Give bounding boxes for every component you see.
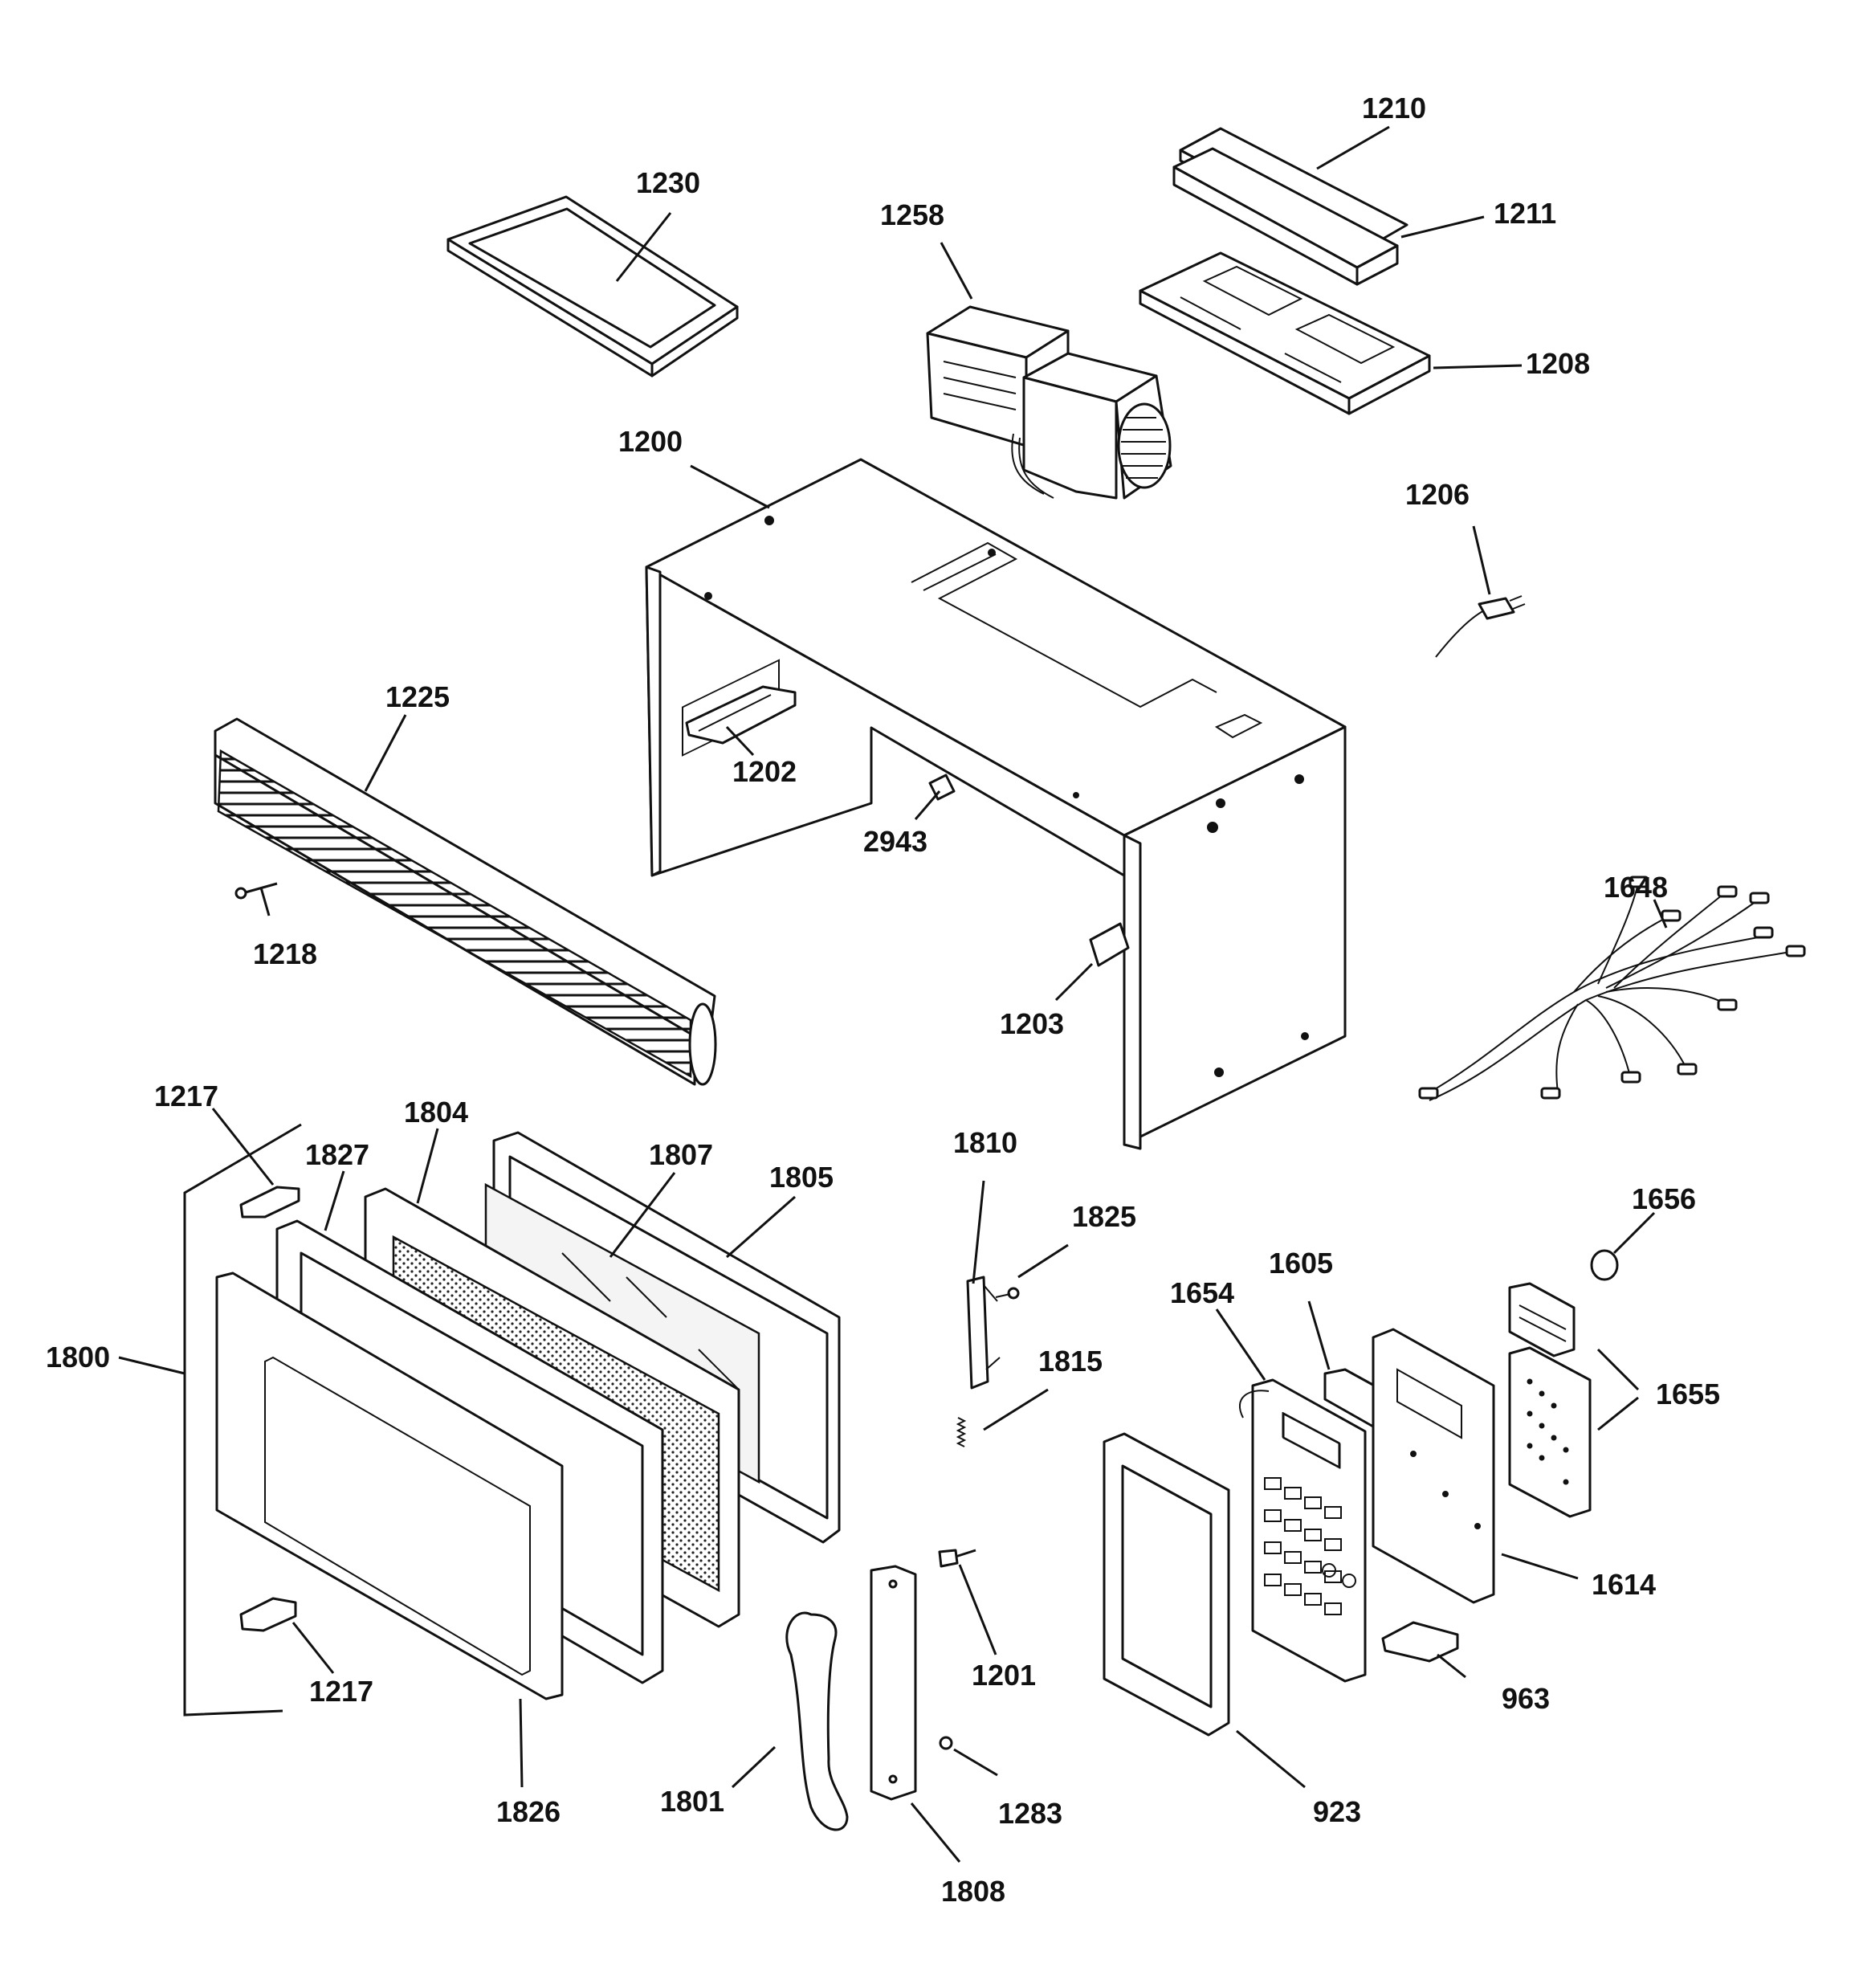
callout-1801: 1801 [660, 1785, 724, 1818]
callout-1815: 1815 [1038, 1345, 1103, 1378]
control-board-upper [1508, 1282, 1576, 1357]
vent-damper-assembly [1172, 127, 1408, 286]
screw-1825 [995, 1287, 1020, 1300]
callout-1230: 1230 [636, 166, 700, 199]
callout-1283: 1283 [998, 1797, 1062, 1830]
callout-1211: 1211 [1494, 197, 1556, 230]
callout-1208: 1208 [1526, 347, 1590, 380]
callout-1218: 1218 [253, 937, 317, 970]
callouts: 1210 1230 1258 1211 1208 1200 1206 1225 … [46, 92, 1720, 1908]
callout-963: 963 [1502, 1682, 1550, 1715]
screw-1218 [234, 882, 278, 900]
leader-lines [118, 125, 1668, 1863]
callout-1648: 1648 [1604, 871, 1668, 904]
callout-1210: 1210 [1362, 92, 1426, 125]
latch-arm [966, 1276, 1001, 1390]
handle-trim [870, 1565, 917, 1801]
door-assembly-bracket [183, 1123, 302, 1717]
screw-1201 [938, 1549, 976, 1568]
control-panel-frame [1103, 1432, 1230, 1737]
exhaust-adapter-plate [1139, 251, 1431, 415]
door-outer-panel [215, 1272, 564, 1700]
door-handle [785, 1611, 849, 1831]
callout-1800: 1800 [46, 1341, 110, 1374]
hinge-upper [239, 1186, 300, 1219]
callout-1217-upper: 1217 [154, 1080, 218, 1112]
screw-1283 [939, 1736, 953, 1750]
callout-1825: 1825 [1072, 1200, 1136, 1233]
callout-1202: 1202 [732, 755, 797, 788]
grease-filter-frame [446, 195, 739, 378]
power-cord [1435, 595, 1526, 658]
callout-1605: 1605 [1269, 1247, 1333, 1280]
touch-control-panel [1238, 1378, 1367, 1683]
callout-1655: 1655 [1656, 1378, 1720, 1410]
latch-bracket [685, 685, 797, 745]
latch-spring [956, 1417, 967, 1447]
blower-motor-assembly [926, 305, 1172, 500]
wire-ring [1590, 1249, 1619, 1281]
callout-1203: 1203 [1000, 1007, 1064, 1040]
small-clip [928, 774, 956, 801]
callout-923: 923 [1313, 1795, 1361, 1828]
control-board-lower [1508, 1346, 1592, 1518]
callout-1826: 1826 [496, 1795, 561, 1828]
callout-1807: 1807 [649, 1138, 713, 1171]
callout-1827: 1827 [305, 1138, 369, 1171]
outer-cabinet-wrapper [645, 458, 1347, 1150]
callout-1258: 1258 [880, 198, 944, 231]
callout-1206: 1206 [1405, 478, 1470, 511]
callout-1808: 1808 [941, 1875, 1005, 1908]
callout-1810: 1810 [953, 1126, 1017, 1159]
wire-harness [1418, 876, 1806, 1101]
side-bracket [1089, 922, 1130, 967]
callout-1200: 1200 [618, 425, 683, 458]
callout-1656: 1656 [1632, 1182, 1696, 1215]
callout-1201: 1201 [972, 1659, 1036, 1692]
callout-1804: 1804 [404, 1096, 468, 1129]
callout-1805: 1805 [769, 1161, 834, 1194]
callout-1654: 1654 [1170, 1276, 1234, 1309]
callout-1614: 1614 [1592, 1568, 1656, 1601]
control-bracket [1372, 1328, 1495, 1604]
callout-1217-lower: 1217 [309, 1675, 373, 1708]
mounting-clip [1381, 1621, 1459, 1663]
vent-grille [214, 717, 717, 1086]
callout-1225: 1225 [385, 680, 450, 713]
callout-2943: 2943 [863, 825, 927, 858]
hinge-lower [239, 1597, 297, 1632]
